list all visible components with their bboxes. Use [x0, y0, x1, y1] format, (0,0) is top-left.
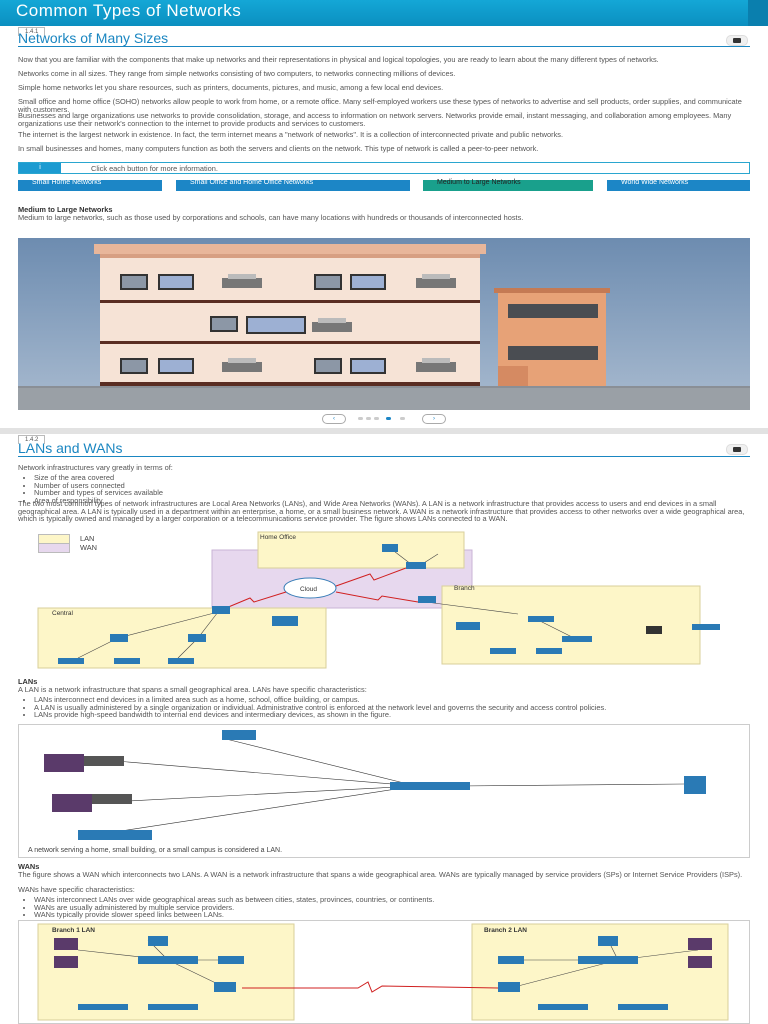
cloud-label: Cloud — [300, 586, 317, 593]
wan-legend-label: WAN — [80, 543, 97, 552]
list-item: LANs interconnect end devices in a limit… — [34, 696, 754, 704]
medium-to-large-networks-button[interactable]: Medium to Large Networks — [423, 179, 593, 191]
wans-list: WANs interconnect LANs over wide geograp… — [22, 896, 754, 919]
central-label: Central — [52, 610, 74, 617]
lan-caption: A network serving a home, small building… — [28, 847, 282, 854]
lan-wan-diagram: Home Office Branch Central Cloud — [37, 531, 720, 669]
paragraph: The figure shows a WAN which interconnec… — [18, 870, 743, 879]
info-bar: i Click each button for more information… — [18, 162, 750, 174]
lan-legend-label: LAN — [80, 534, 95, 543]
section-title: Networks of Many Sizes — [18, 30, 169, 46]
carousel-next-button[interactable]: › — [422, 414, 446, 424]
paragraph: A LAN is a network infrastructure that s… — [18, 685, 367, 694]
home-office-label: Home Office — [260, 534, 296, 541]
carousel-dot[interactable] — [400, 417, 405, 420]
small-home-networks-button[interactable]: Small Home Networks — [18, 179, 162, 191]
list-item: WANs are usually administered by multipl… — [34, 903, 754, 912]
soho-networks-button[interactable]: Small Office and Home Office Networks — [176, 179, 410, 191]
branch1-label: Branch 1 LAN — [52, 927, 95, 934]
section-title: LANs and WANs — [18, 440, 123, 456]
paragraph: The two most common types of network inf… — [18, 499, 745, 524]
list-item: A LAN is usually administered by a singl… — [34, 703, 754, 712]
carousel-prev-button[interactable]: ‹ — [322, 414, 346, 424]
list-item: WANs typically provide slower speed link… — [34, 911, 754, 919]
wans-heading: WANs — [18, 862, 40, 871]
lan-figure: A network serving a home, small building… — [18, 724, 750, 858]
info-text: Click each button for more information. — [91, 164, 218, 173]
branch2-label: Branch 2 LAN — [484, 927, 527, 934]
lans-heading: LANs — [18, 677, 38, 686]
list-item: Number and types of services available — [34, 489, 754, 497]
content-heading: Medium to Large Networks — [18, 205, 113, 214]
factors-list: Size of the area covered Number of users… — [22, 474, 754, 504]
bookmark-icon[interactable] — [726, 35, 748, 46]
section-number-badge: 1.4.1 — [18, 27, 46, 36]
paragraph: Now that you are familiar with the compo… — [18, 55, 659, 64]
chevron-right-icon: › — [433, 416, 435, 422]
carousel-dot[interactable] — [358, 417, 363, 420]
list-item: Area of responsibility — [34, 497, 754, 505]
paragraph: Businesses and large organizations use n… — [18, 111, 732, 128]
carousel-dot[interactable] — [374, 417, 379, 420]
module-title: Common Types of Networks — [16, 1, 242, 20]
carousel-dot-active[interactable] — [386, 417, 391, 420]
section-number-badge: 1.4.2 — [18, 435, 46, 444]
section-divider — [18, 46, 750, 47]
carousel-dot[interactable] — [366, 417, 371, 420]
carousel-image — [18, 238, 750, 410]
list-item: LANs provide high-speed bandwidth to int… — [34, 711, 754, 719]
chevron-left-icon: ‹ — [333, 416, 335, 422]
module-header: Common Types of Networks — [0, 0, 768, 26]
bookmark-icon[interactable] — [726, 444, 748, 455]
list-item: Number of users connected — [34, 481, 754, 490]
info-icon: i — [19, 163, 61, 173]
paragraph: Small office and home office (SOHO) netw… — [18, 97, 742, 114]
list-item: Size of the area covered — [34, 474, 754, 482]
paragraph: In small businesses and homes, many comp… — [18, 144, 539, 153]
paragraph: WANs have specific characteristics: — [18, 885, 135, 894]
list-item: WANs interconnect LANs over wide geograp… — [34, 896, 754, 904]
paragraph: Simple home networks let you share resou… — [18, 83, 444, 92]
section-divider — [18, 456, 750, 457]
content-text: Medium to large networks, such as those … — [18, 213, 524, 222]
paragraph: Networks come in all sizes. They range f… — [18, 69, 456, 78]
world-wide-networks-button[interactable]: World Wide Networks — [607, 179, 750, 191]
building-illustration — [18, 244, 750, 410]
header-corner — [748, 0, 768, 26]
section-separator — [0, 428, 768, 434]
paragraph: Network infrastructures vary greatly in … — [18, 463, 173, 472]
lans-list: LANs interconnect end devices in a limit… — [22, 696, 754, 719]
paragraph: The internet is the largest network in e… — [18, 130, 564, 139]
branch-label: Branch — [454, 585, 475, 592]
wan-figure: Branch 1 LAN Branch 2 LAN — [18, 920, 750, 1024]
wan-legend-swatch — [38, 543, 70, 553]
